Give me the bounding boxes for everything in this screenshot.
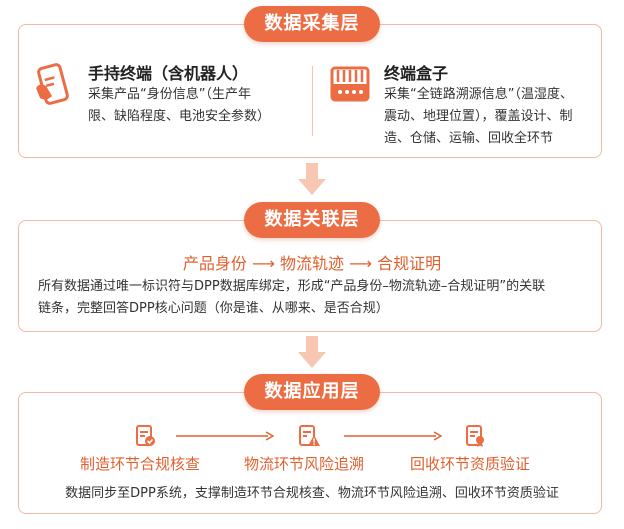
association-desc: 所有数据通过唯一标识符与DPP数据库绑定，形成“产品身份–物流轨迹–合规证明”的…	[38, 276, 598, 320]
application-layer-box	[18, 392, 602, 514]
terminal-box-icon	[328, 64, 372, 104]
handheld-terminal-desc: 采集产品“身份信息”（生产年 限、缺陷程度、电池安全参数）	[88, 84, 270, 128]
terminal-desc-line2: 震动、地理位置），覆盖设计、制	[384, 109, 573, 124]
terminal-box-title: 终端盒子	[384, 64, 449, 83]
risk-trace-icon	[297, 424, 321, 448]
association-desc-line1: 所有数据通过唯一标识符与DPP数据库绑定，形成“产品身份–物流轨迹–合规证明”的…	[38, 279, 546, 294]
flow-arrow-icon: ⟶	[251, 254, 280, 273]
association-desc-line2: 链条，完整回答DPP核心问题（你是谁、从哪来、是否合规）	[38, 301, 389, 316]
association-layer-title: 数据关联层	[244, 202, 380, 238]
application-desc: 数据同步至DPP系统，支撑制造环节合规核查、物流环节风险追溯、回收环节资质验证	[65, 486, 559, 501]
card-divider	[312, 66, 313, 136]
connector-arrow-icon	[176, 431, 274, 441]
collection-layer-box	[18, 24, 602, 158]
handheld-terminal-title: 手持终端（含机器人）	[88, 64, 249, 83]
compliance-check-label: 制造环节合规核查	[80, 455, 201, 473]
handheld-desc-line2: 限、缺陷程度、电池安全参数）	[88, 109, 271, 124]
qualification-verify-label: 回收环节资质验证	[410, 455, 531, 473]
terminal-box-desc: 采集“全链路溯源信息”（温湿度、 震动、地理位置），覆盖设计、制 造、仓储、运输…	[384, 84, 573, 150]
flow-step-compliance: 合规证明	[377, 254, 442, 273]
risk-trace-label: 物流环节风险追溯	[244, 455, 365, 473]
flow-step-identity: 产品身份	[182, 254, 247, 273]
collection-layer-title: 数据采集层	[244, 6, 380, 42]
connector-arrow-icon	[344, 431, 442, 441]
flow-step-logistics: 物流轨迹	[279, 254, 344, 273]
terminal-desc-line3: 造、仓储、运输、回收全环节	[384, 131, 554, 146]
association-flow: 产品身份 ⟶ 物流轨迹 ⟶ 合规证明	[0, 250, 624, 274]
down-arrow-icon	[298, 336, 326, 368]
qualification-verify-icon	[464, 424, 486, 448]
handheld-scanner-icon	[34, 62, 74, 106]
handheld-desc-line1: 采集产品“身份信息”（生产年	[88, 87, 251, 102]
association-layer-box	[18, 220, 602, 332]
flow-arrow-icon: ⟶	[349, 254, 378, 273]
application-layer-title: 数据应用层	[244, 374, 380, 410]
down-arrow-icon	[298, 163, 326, 195]
compliance-check-icon	[134, 424, 156, 448]
terminal-desc-line1: 采集“全链路溯源信息”（温湿度、	[384, 87, 573, 102]
